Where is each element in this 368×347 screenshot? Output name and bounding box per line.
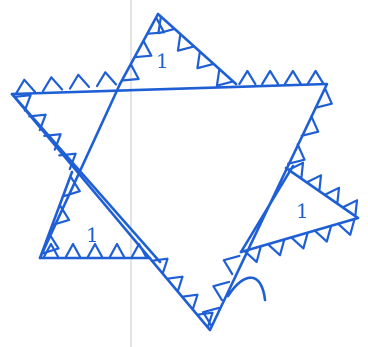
spike-bump — [109, 244, 124, 258]
spike-bump — [16, 80, 35, 94]
spike-bump — [43, 77, 62, 91]
spike-bump — [97, 72, 116, 86]
triangle-label-top: 1 — [156, 49, 169, 73]
spike-bump — [239, 71, 255, 84]
spike-bump — [178, 34, 194, 51]
spike-bump — [217, 69, 233, 86]
spike-bump — [70, 75, 89, 89]
koch-spikes — [14, 17, 357, 328]
triangle-label-right: 1 — [296, 199, 309, 223]
spike-bump — [285, 71, 301, 84]
spike-bump — [197, 52, 213, 69]
spike-bump — [65, 244, 80, 258]
spike-bump — [262, 71, 278, 84]
ink-strokes — [12, 14, 358, 330]
spike-bump — [308, 71, 324, 84]
triangle-label-left: 1 — [86, 223, 99, 247]
